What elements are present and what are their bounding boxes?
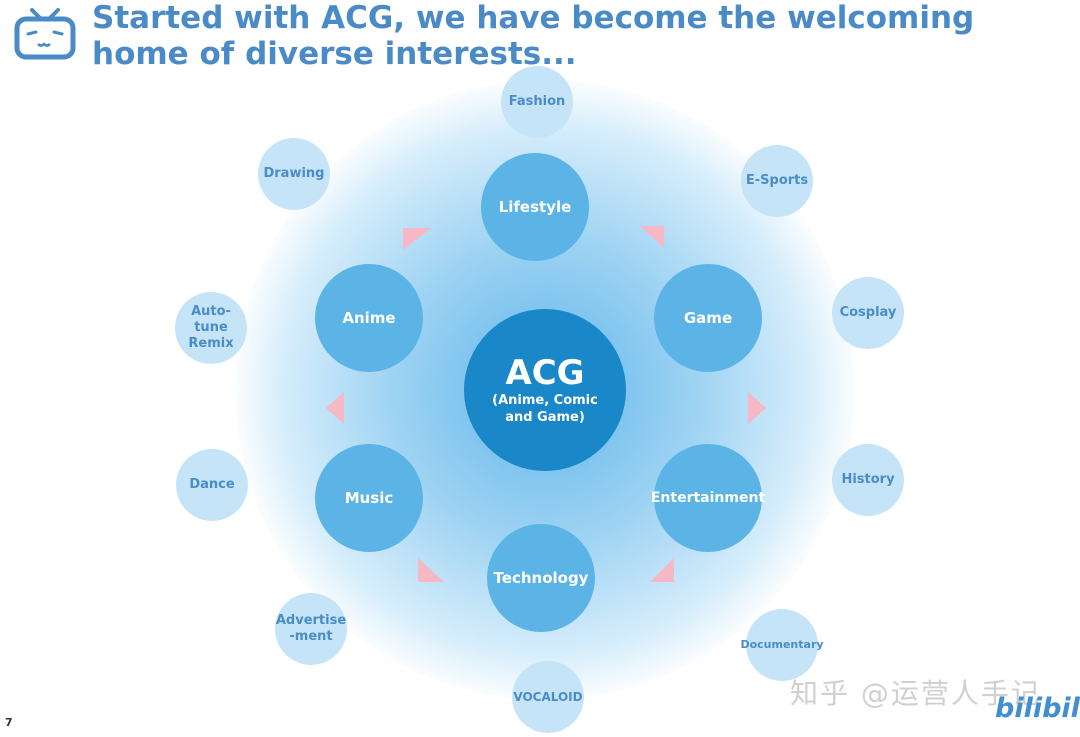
node-fashion: Fashion <box>501 66 573 138</box>
bilibili-logo: bilibili <box>995 693 1080 724</box>
arrow-icon <box>418 558 444 582</box>
arrow-icon <box>640 226 664 248</box>
node-autotune-remix: Auto-tune Remix <box>175 292 247 364</box>
slide-title: Started with ACG, we have become the wel… <box>92 0 975 72</box>
node-game: Game <box>654 264 762 372</box>
node-technology: Technology <box>487 524 595 632</box>
node-music: Music <box>315 444 423 552</box>
node-history: History <box>832 444 904 516</box>
node-documentary: Documentary <box>740 609 824 681</box>
center-label: ACG <box>505 353 585 393</box>
node-dance: Dance <box>176 449 248 521</box>
arrow-icon <box>403 228 431 250</box>
arrow-icon <box>326 392 344 424</box>
arrow-icon <box>748 392 766 424</box>
node-esports: E-Sports <box>741 145 813 217</box>
node-entertainment: Entertainment <box>651 444 765 552</box>
arrow-icon <box>650 558 674 582</box>
bilibili-tv-logo-icon <box>14 8 76 60</box>
center-sublabel: (Anime, Comic and Game) <box>492 393 598 425</box>
node-lifestyle: Lifestyle <box>481 153 589 261</box>
node-vocaloid: VOCALOID <box>512 661 584 733</box>
acg-center-node: ACG (Anime, Comic and Game) <box>464 309 626 471</box>
node-advertisement: Advertise -ment <box>275 593 347 665</box>
node-cosplay: Cosplay <box>832 277 904 349</box>
node-anime: Anime <box>315 264 423 372</box>
node-drawing: Drawing <box>258 138 330 210</box>
watermark: 知乎 @运营人手记 <box>790 677 1041 710</box>
page-number: 7 <box>5 716 13 729</box>
